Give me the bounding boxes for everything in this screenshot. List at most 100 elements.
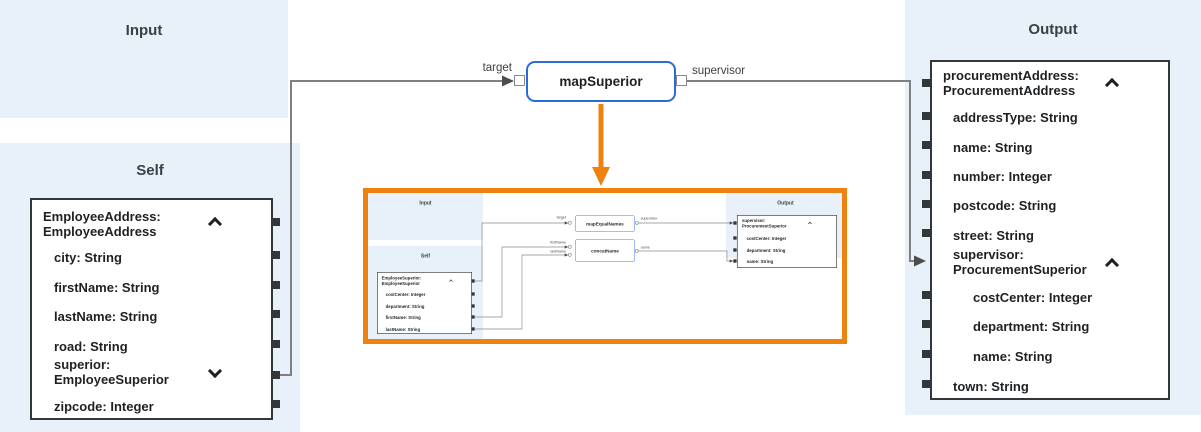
mapsuperior-node-label: mapSuperior: [559, 74, 643, 89]
field-port[interactable]: [272, 218, 280, 226]
field-port[interactable]: [922, 112, 930, 120]
field-row: street: String: [953, 228, 1034, 243]
inset-field-port: [471, 292, 475, 296]
collapse-chevron-up-icon[interactable]: [1104, 77, 1120, 93]
inset-node-output-port: [634, 220, 639, 225]
field-row-superior: superior: EmployeeSuperior: [54, 357, 169, 387]
collapse-chevron-up-icon[interactable]: [1104, 257, 1120, 273]
inset-node-input-port: [567, 244, 572, 249]
schema-header-line1: EmployeeAddress:: [43, 209, 161, 224]
inset-field-port: [471, 315, 475, 319]
field-port[interactable]: [922, 291, 930, 299]
inset-field-port: [733, 248, 737, 252]
inset-field-row: costCenter: Integer: [746, 235, 787, 241]
inset-output-title: Output: [777, 199, 794, 206]
inset-field-row: department: String: [746, 247, 786, 253]
inset-node-input-port: [567, 220, 572, 225]
inset-field-port: [733, 259, 737, 263]
nested-mapping-inset: Input Self Output: [363, 188, 847, 344]
inset-node-label: mapEqualNames: [586, 220, 624, 227]
field-row: department: String: [973, 319, 1090, 334]
inset-node-input-port: [567, 252, 572, 257]
field-row: road: String: [54, 339, 128, 354]
wire-label-target: target: [482, 62, 512, 74]
field-line2: ProcurementSuperior: [953, 262, 1087, 277]
inset-field-port: [471, 304, 475, 308]
field-row: postcode: String: [953, 198, 1057, 213]
self-schema-box: EmployeeAddress: EmployeeAddress city: S…: [30, 198, 273, 420]
inset-schema-header: EmployeeSuperior: EmployeeSuperior: [382, 276, 422, 287]
field-port[interactable]: [272, 340, 280, 348]
inset-mapequalnames-node: mapEqualNames: [574, 214, 635, 232]
inset-node-label: concatName: [591, 247, 619, 254]
inset-chevron-up-icon: [808, 221, 812, 226]
inset-chevron-up-icon: [449, 279, 453, 284]
inset-field-port: [733, 236, 737, 240]
mapsuperior-node[interactable]: mapSuperior: [526, 61, 676, 102]
field-port[interactable]: [922, 171, 930, 179]
field-port[interactable]: [922, 320, 930, 328]
field-port[interactable]: [922, 200, 930, 208]
inset-wire-label-lastname: lastName: [550, 249, 566, 254]
output-panel-title: Output: [1028, 21, 1078, 38]
field-port[interactable]: [272, 251, 280, 259]
inset-field-row: name: String: [746, 258, 774, 264]
inset-self-title: Self: [420, 252, 431, 259]
field-row: name: String: [953, 140, 1033, 155]
inset-field-port: [471, 279, 475, 283]
nested-mapping-content: Input Self Output: [368, 193, 842, 339]
node-input-port[interactable]: [514, 75, 525, 86]
field-row: costCenter: Integer: [973, 290, 1093, 305]
inset-field-port: [733, 221, 737, 225]
inset-node-output-port: [634, 248, 639, 253]
field-row-supervisor: supervisor: ProcurementSuperior: [953, 247, 1087, 277]
field-port[interactable]: [922, 79, 930, 87]
field-port[interactable]: [272, 310, 280, 318]
inset-wire-label-supervisor: supervisor: [640, 216, 658, 221]
inset-self-schema-box: EmployeeSuperior: EmployeeSuperior costC…: [376, 271, 472, 334]
field-port[interactable]: [922, 350, 930, 358]
inset-input-title: Input: [419, 199, 432, 206]
field-port[interactable]: [922, 380, 930, 388]
field-row: zipcode: Integer: [54, 399, 154, 414]
self-panel-title: Self: [136, 162, 164, 179]
field-row: number: Integer: [953, 169, 1052, 184]
inset-header-line1: EmployeeSuperior:: [381, 275, 422, 281]
schema-header-line2: ProcurementAddress: [943, 83, 1076, 98]
field-line2: EmployeeSuperior: [54, 372, 169, 387]
field-row: town: String: [953, 379, 1029, 394]
inset-header-line1: supervisor:: [741, 217, 766, 223]
schema-header: procurementAddress: ProcurementAddress: [943, 68, 1079, 98]
inset-concatname-node: concatName: [574, 238, 635, 262]
schema-header: EmployeeAddress: EmployeeAddress: [43, 209, 161, 239]
node-output-port[interactable]: [676, 75, 687, 86]
field-row: addressType: String: [953, 110, 1078, 125]
wire-label-supervisor: supervisor: [692, 65, 746, 77]
collapse-chevron-up-icon[interactable]: [207, 216, 223, 232]
inset-wire-label-name: name: [640, 245, 650, 250]
field-line1: supervisor:: [953, 247, 1024, 262]
field-port[interactable]: [922, 141, 930, 149]
field-port[interactable]: [922, 229, 930, 237]
inset-header-line2: ProcurementSuperior: [741, 223, 787, 229]
inset-wire-label-firstname: firstName: [550, 240, 566, 245]
inset-input-panel: Input: [368, 193, 483, 240]
inset-header-line2: EmployeeSuperior: [381, 280, 420, 286]
inset-field-row: department: String: [385, 303, 425, 309]
field-port[interactable]: [272, 281, 280, 289]
inset-schema-header: supervisor: ProcurementSuperior: [742, 218, 787, 229]
input-panel-title: Input: [125, 22, 163, 39]
drill-down-arrow: [592, 104, 610, 186]
field-port[interactable]: [272, 400, 280, 408]
inset-field-row: firstName: String: [385, 314, 421, 320]
schema-header-line2: EmployeeAddress: [43, 224, 157, 239]
inset-wire-label-target: target: [556, 215, 566, 220]
field-port-superior[interactable]: [272, 371, 280, 379]
inset-output-schema-box: supervisor: ProcurementSuperior costCent…: [736, 214, 837, 268]
inset-field-row: costCenter: Integer: [385, 291, 426, 297]
expand-chevron-down-icon[interactable]: [207, 363, 223, 379]
field-row: name: String: [973, 349, 1053, 364]
output-schema-box: procurementAddress: ProcurementAddress a…: [930, 60, 1170, 400]
field-line1: superior:: [54, 357, 111, 372]
